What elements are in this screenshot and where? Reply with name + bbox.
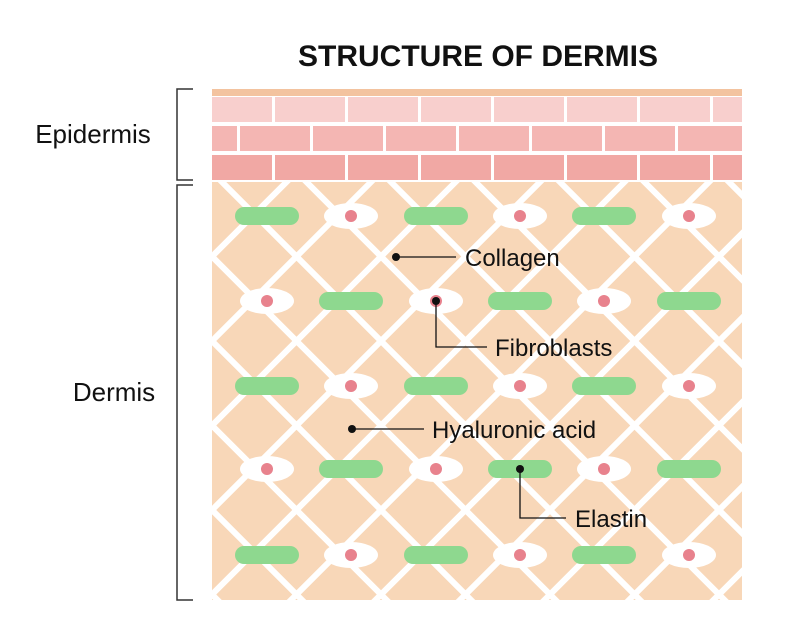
fibroblast <box>662 373 716 399</box>
dermis-label: Dermis <box>73 377 155 407</box>
elastin-leader-line <box>519 469 566 519</box>
fibroblast-nucleus <box>514 380 526 392</box>
epidermis-brick <box>713 97 742 122</box>
diagram-title: STRUCTURE OF DERMIS <box>298 40 658 73</box>
epidermis-brick <box>348 97 418 122</box>
epidermis-brick <box>421 155 491 180</box>
epidermis-brick <box>713 155 742 180</box>
fibroblast <box>493 203 547 229</box>
epidermis-brick <box>212 126 237 151</box>
epidermis-brick <box>275 97 345 122</box>
epidermis-layer <box>212 89 742 180</box>
epidermis-brick <box>240 126 310 151</box>
epidermis-brick <box>567 97 637 122</box>
collagen-fiber <box>386 182 742 538</box>
collagen-fiber <box>776 172 800 622</box>
elastin-fiber <box>572 207 636 225</box>
epidermis-brick <box>313 126 383 151</box>
elastin-fiber <box>657 460 721 478</box>
fibroblast <box>324 542 378 568</box>
epidermis-brick <box>275 155 345 180</box>
fibroblast <box>324 203 378 229</box>
fibroblast <box>324 373 378 399</box>
elastin-fiber <box>572 377 636 395</box>
elastin-fiber <box>235 546 299 564</box>
fibroblast-nucleus <box>430 463 442 475</box>
fibroblast-nucleus <box>345 210 357 222</box>
elastin-fiber <box>404 207 468 225</box>
collagen-fiber <box>212 182 460 430</box>
collagen-fiber <box>640 182 742 284</box>
fibroblast-nucleus <box>261 295 273 307</box>
fibroblast-nucleus <box>683 380 695 392</box>
fibroblast-nucleus <box>514 549 526 561</box>
epidermis-brick <box>678 126 742 151</box>
epidermis-label: Epidermis <box>35 119 151 149</box>
fibroblast-nucleus <box>598 295 610 307</box>
elastin-fiber <box>404 377 468 395</box>
fibroblast <box>577 288 631 314</box>
fibroblast-nucleus <box>598 463 610 475</box>
fibroblast <box>240 456 294 482</box>
fibroblasts-label: Fibroblasts <box>495 335 612 362</box>
elastin-fiber <box>657 292 721 310</box>
epidermis-brick <box>494 97 564 122</box>
elastin-fiber <box>404 546 468 564</box>
epidermis-brick <box>212 155 272 180</box>
collagen-fiber <box>212 182 376 346</box>
elastin-fiber <box>319 292 383 310</box>
epidermis-brick <box>640 97 710 122</box>
elastin-callout: Elastin <box>516 465 647 533</box>
fibroblast-nucleus <box>514 210 526 222</box>
epidermis-bricks <box>212 97 742 180</box>
epidermis-brick <box>386 126 456 151</box>
collagen-fiber <box>212 182 291 261</box>
epidermis-top-edge <box>212 89 742 96</box>
dermis-layer <box>0 172 800 622</box>
elastin-fiber <box>235 377 299 395</box>
dermis-bracket <box>176 184 193 601</box>
fibroblast <box>662 542 716 568</box>
elastin-fiber <box>572 546 636 564</box>
elastin-label: Elastin <box>575 506 647 533</box>
fibroblast-nucleus <box>345 380 357 392</box>
fibroblast <box>493 373 547 399</box>
collagen-fiber <box>555 182 742 369</box>
elastin-fiber <box>488 292 552 310</box>
fibroblasts-callout: Fibroblasts <box>432 297 612 362</box>
hyaluronic-acid-label: Hyaluronic acid <box>432 417 596 444</box>
fibroblast-nucleus <box>683 549 695 561</box>
fibroblast-nucleus <box>261 463 273 475</box>
collagen-fiber <box>0 172 43 622</box>
epidermis-brick <box>494 155 564 180</box>
elastin-fiber <box>319 460 383 478</box>
fibroblast-nucleus <box>345 549 357 561</box>
collagen-label: Collagen <box>465 245 560 272</box>
epidermis-brick <box>212 97 272 122</box>
fibroblasts-leader-line <box>435 301 487 348</box>
elastin-fiber <box>235 207 299 225</box>
fibroblast <box>409 456 463 482</box>
dermis-cells <box>235 203 721 568</box>
epidermis-bracket <box>176 88 193 181</box>
fibroblast <box>577 456 631 482</box>
epidermis-brick <box>348 155 418 180</box>
epidermis-brick <box>605 126 675 151</box>
epidermis-brick <box>640 155 710 180</box>
fibroblast <box>493 542 547 568</box>
epidermis-brick <box>532 126 602 151</box>
collagen-callout: Collagen <box>392 245 560 272</box>
fibroblast <box>240 288 294 314</box>
epidermis-brick <box>421 97 491 122</box>
fibroblast-nucleus <box>683 210 695 222</box>
collagen-fiber <box>212 182 545 515</box>
epidermis-brick <box>459 126 529 151</box>
fibroblast <box>662 203 716 229</box>
epidermis-brick <box>567 155 637 180</box>
hyaluronic-acid-callout: Hyaluronic acid <box>348 417 596 444</box>
